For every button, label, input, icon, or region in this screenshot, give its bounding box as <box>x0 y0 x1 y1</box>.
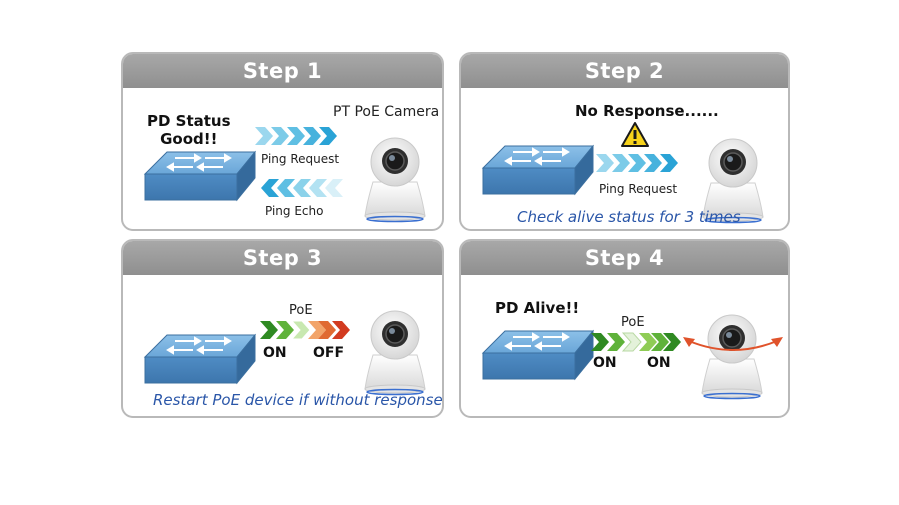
off-label: OFF <box>313 345 345 361</box>
step-1-panel: Step 1 PD Status Good!! PT PoE Camera Pi… <box>121 52 444 231</box>
step-4-title: Step 4 <box>461 241 788 275</box>
ping-echo-label: Ping Echo <box>265 204 324 218</box>
ping-request-label: Ping Request <box>261 152 340 166</box>
pd-status-line-1: PD Status <box>147 112 231 130</box>
network-switch-icon <box>144 334 256 384</box>
network-switch-icon <box>482 145 594 195</box>
ping-request-arrow-icon <box>596 154 678 172</box>
warning-icon <box>621 122 649 147</box>
on-label-2: ON <box>647 355 671 371</box>
poe-on-on-arrow-icon <box>591 332 681 352</box>
step-2-title: Step 2 <box>461 54 788 88</box>
ping-request-label: Ping Request <box>599 182 678 196</box>
rotation-arrow-icon <box>683 337 783 351</box>
step-4-panel: Step 4 PD Alive!! PoE ON ON <box>459 239 790 418</box>
pd-status-line-2: Good!! <box>160 130 218 148</box>
step-3-panel: Step 3 PoE ON OFF Restart PoE device if … <box>121 239 444 418</box>
camera-label: PT PoE Camera <box>333 104 440 120</box>
poe-on-off-arrow-icon <box>260 320 350 340</box>
on-label-1: ON <box>593 355 617 371</box>
ptz-camera-icon <box>364 137 426 223</box>
step-1-title: Step 1 <box>123 54 442 88</box>
poe-label: PoE <box>621 315 645 330</box>
pd-alive-text: PD Alive!! <box>495 299 580 317</box>
poe-label: PoE <box>289 303 313 318</box>
network-switch-icon <box>482 330 594 380</box>
step-2-panel: Step 2 No Response...... Ping Request Ch… <box>459 52 790 231</box>
step-3-title: Step 3 <box>123 241 442 275</box>
network-switch-icon <box>144 151 256 201</box>
check-alive-caption: Check alive status for 3 times <box>517 208 741 226</box>
ping-echo-arrow-icon <box>261 179 343 197</box>
ping-request-arrow-icon <box>255 127 337 145</box>
no-response-text: No Response...... <box>575 102 719 120</box>
ptz-camera-icon <box>364 310 426 396</box>
on-label: ON <box>263 345 287 361</box>
restart-poe-caption: Restart PoE device if without response <box>153 391 443 409</box>
pd-status-good-text: PD Status Good!! <box>147 112 231 148</box>
